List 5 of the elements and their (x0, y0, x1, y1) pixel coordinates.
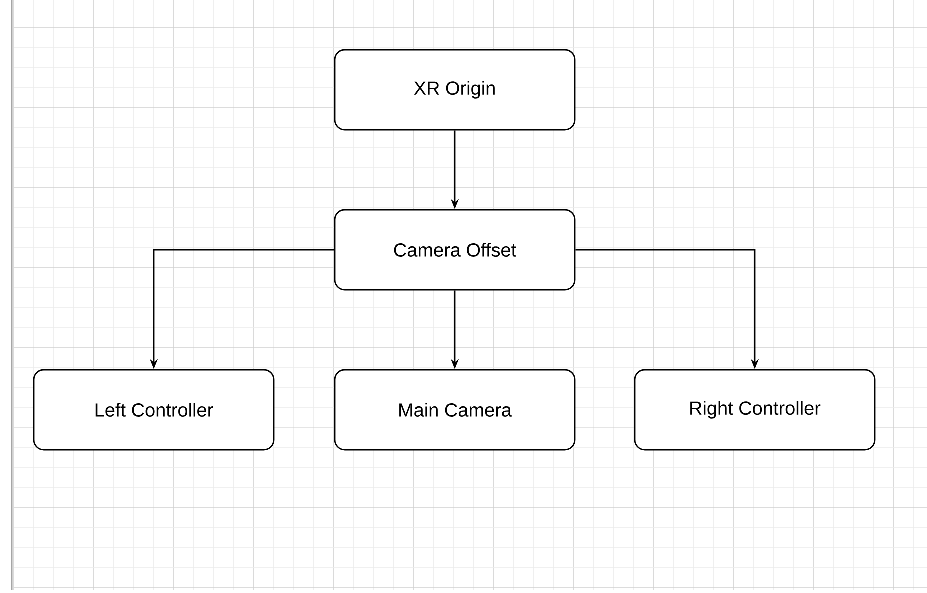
process-box: Left Controller (33, 369, 275, 451)
process-box: Camera Offset (334, 209, 576, 291)
process-box: XR Origin (334, 49, 576, 131)
process-box: Main Camera (334, 369, 576, 451)
process-box: Right Controller (634, 369, 876, 451)
